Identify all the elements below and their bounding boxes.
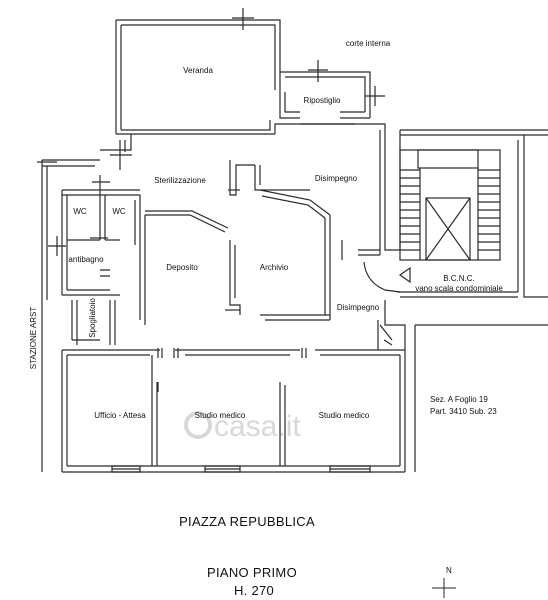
room-spogliatoio: Spogliatoio (88, 298, 97, 338)
room-sterilizzazione: Sterilizzazione (154, 176, 206, 185)
watermark: casa.it (184, 410, 301, 443)
cadastral-particella: Part. 3410 Sub. 23 (430, 407, 497, 416)
room-studio-medico-1: Studio medico (195, 411, 246, 420)
room-ufficio-attesa: Ufficio - Attesa (94, 411, 146, 420)
street-piazza-repubblica: PIAZZA REPUBBLICA (179, 514, 315, 529)
room-labels: Veranda Ripostiglio corte interna Steril… (29, 39, 503, 420)
room-antibagno: antibagno (68, 255, 104, 264)
room-veranda: Veranda (183, 66, 213, 75)
room-ripostiglio: Ripostiglio (304, 96, 341, 105)
room-archivio: Archivio (260, 263, 289, 272)
floor-height: H. 270 (234, 583, 274, 598)
room-wc-right: WC (112, 207, 126, 216)
room-wc-left: WC (73, 207, 87, 216)
room-disimpegno-top: Disimpegno (315, 174, 358, 183)
stair-vano-scala: vano scala condominiale (415, 284, 503, 293)
label-corte-interna: corte interna (346, 39, 391, 48)
street-stazione-arst: STAZIONE ARST (29, 307, 38, 370)
floor-title: PIANO PRIMO (207, 565, 297, 580)
room-disimpegno-bottom: Disimpegno (337, 303, 380, 312)
north-label: N (446, 566, 452, 575)
walls (37, 8, 548, 473)
room-studio-medico-2: Studio medico (319, 411, 370, 420)
cadastral-foglio: Sez. A Foglio 19 (430, 395, 488, 404)
watermark-text: casa.it (214, 410, 301, 443)
room-deposito: Deposito (166, 263, 198, 272)
north-arrow-icon: N (432, 566, 456, 598)
plan-titles: PIAZZA REPUBBLICA PIANO PRIMO H. 270 (179, 514, 315, 598)
stair-bcnc: B.C.N.C. (443, 274, 475, 283)
